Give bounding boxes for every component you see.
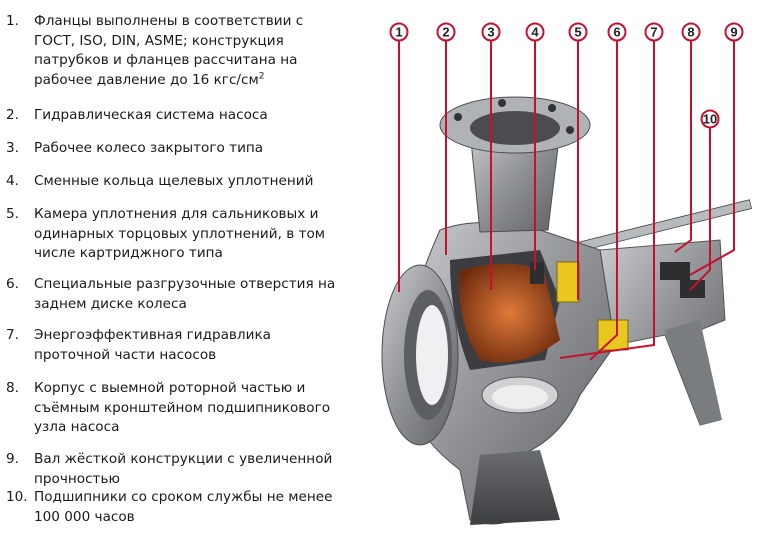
- item-text: Фланцы выполнены в соответствии с ГОСТ, …: [34, 12, 346, 90]
- callout-9: 9: [724, 22, 744, 42]
- item-number: 9.: [6, 451, 19, 467]
- item-text-main: Фланцы выполнены в соответствии с ГОСТ, …: [34, 13, 304, 88]
- callout-10: 10: [700, 109, 720, 129]
- callout-lines: [398, 41, 735, 361]
- item-number: 10.: [6, 489, 28, 505]
- callout-circle: [724, 22, 744, 42]
- feature-item-3: 3. Рабочее колесо закрытого типа: [6, 139, 346, 159]
- item-text: Гидравлическая система насоса: [34, 107, 268, 123]
- feature-item-5: 5. Камера уплотнения для сальниковых и од…: [6, 205, 346, 264]
- callout-8: 8: [681, 22, 701, 42]
- feature-item-8: 8. Корпус с выемной роторной частью и съё…: [6, 379, 346, 438]
- item-text: Сменные кольца щелевых уплотнений: [34, 173, 314, 189]
- feature-item-7: 7. Энергоэффективная гидравлика проточной…: [6, 326, 346, 365]
- callout-number: 6: [613, 25, 620, 40]
- item-number: 1.: [6, 13, 19, 29]
- seal-packing: [556, 261, 580, 303]
- feature-item-6: 6. Специальные разгрузочные отверстия на …: [6, 275, 346, 314]
- item-text: Рабочее колесо закрытого типа: [34, 140, 264, 156]
- callout-number: 3: [487, 25, 494, 40]
- callout-circle: [481, 22, 501, 42]
- bearing-seal: [597, 319, 629, 351]
- callout-number: 10: [703, 112, 717, 127]
- callout-markers: 1 2 3 4 5 6 7 8 9 10: [389, 22, 744, 129]
- superscript: 2: [258, 70, 265, 81]
- callout-circle: [607, 22, 627, 42]
- callout-number: 9: [730, 25, 737, 40]
- item-number: 7.: [6, 327, 19, 343]
- item-text: Специальные разгрузочные отверстия на за…: [34, 276, 336, 312]
- callout-7: 7: [644, 22, 664, 42]
- callout-circle: [389, 22, 409, 42]
- callout-3: 3: [481, 22, 501, 42]
- feature-item-9: 9. Вал жёсткой конструкции с увеличенной …: [6, 450, 346, 489]
- callout-circle: [436, 22, 456, 42]
- callout-number: 7: [650, 25, 657, 40]
- callout-circle: [568, 22, 588, 42]
- callout-6: 6: [607, 22, 627, 42]
- feature-item-2: 2. Гидравлическая система насоса: [6, 106, 346, 126]
- pump-illustration: [381, 96, 753, 525]
- callout-number: 4: [531, 25, 539, 40]
- feature-item-10: 10. Подшипники со сроком службы не менее …: [6, 488, 346, 527]
- impeller: [459, 263, 560, 363]
- callout-number: 5: [574, 25, 581, 40]
- callout-circle: [525, 22, 545, 42]
- item-number: 8.: [6, 380, 19, 396]
- callout-4: 4: [525, 22, 545, 42]
- item-number: 2.: [6, 107, 19, 123]
- callout-1: 1: [389, 22, 409, 42]
- item-text: Энергоэффективная гидравлика проточной ч…: [34, 327, 272, 363]
- callout-circle: [644, 22, 664, 42]
- item-text: Подшипники со сроком службы не менее 100…: [34, 489, 333, 525]
- callout-2: 2: [436, 22, 456, 42]
- callout-number: 1: [395, 25, 402, 40]
- callout-number: 2: [442, 25, 449, 40]
- callout-5: 5: [568, 22, 588, 42]
- item-text: Вал жёсткой конструкции с увеличенной пр…: [34, 451, 333, 487]
- callout-circle: [681, 22, 701, 42]
- feature-item-4: 4. Сменные кольца щелевых уплотнений: [6, 172, 346, 192]
- item-number: 5.: [6, 206, 19, 222]
- item-number: 4.: [6, 173, 19, 189]
- item-text: Корпус с выемной роторной частью и съёмн…: [34, 380, 331, 435]
- item-number: 3.: [6, 140, 19, 156]
- item-number: 6.: [6, 276, 19, 292]
- item-text: Камера уплотнения для сальниковых и один…: [34, 206, 326, 261]
- callout-circle: [700, 109, 720, 129]
- feature-item-1: 1. Фланцы выполнены в соответствии с ГОСТ…: [6, 12, 346, 90]
- callout-number: 8: [687, 25, 694, 40]
